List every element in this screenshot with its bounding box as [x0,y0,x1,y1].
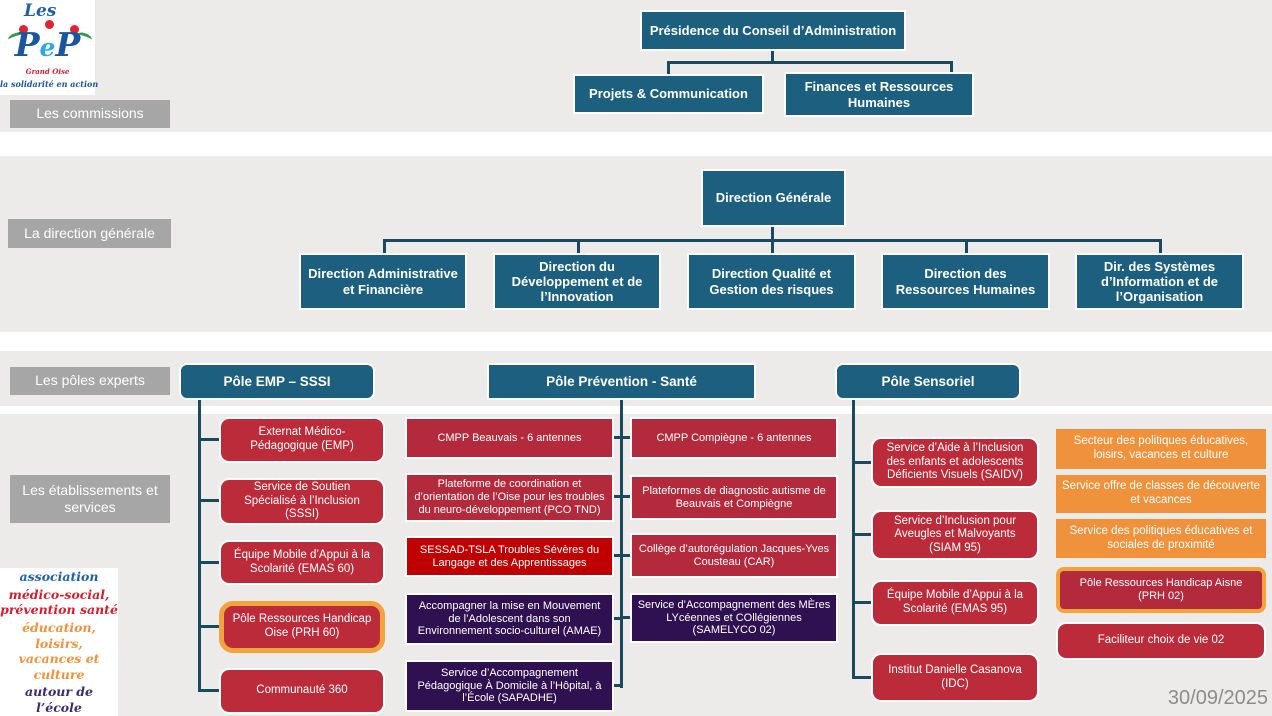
org-box-secteur-politiques-educatives: Secteur des politiques éducatives, loisi… [1056,429,1266,469]
connector-line [611,554,623,557]
org-box-saidv: Service d’Aide à l’Inclusion des enfants… [871,437,1039,488]
org-box-direction-qualite-risques: Direction Qualité et Gestion des risques [687,253,856,310]
logo-dot-icon [19,25,28,34]
org-box-direction-developpement-innovation: Direction du Développement et de l’Innov… [493,253,661,310]
logo-tagline: la solidarité en action [0,79,99,89]
legend-item-association: association [19,569,99,584]
connector-line [198,561,219,564]
section-label-poles-experts: Les pôles experts [10,367,170,395]
org-box-pole-prevention-sante: Pôle Prévention - Santé [487,363,756,400]
connector-line [852,461,872,464]
connector-line [852,601,872,604]
logo-region: Grand Oise [25,67,70,76]
org-box-plateformes-diagnostic-autisme: Plateformes de diagnostic autisme de Bea… [630,475,838,520]
connector-line [667,61,953,64]
org-box-pole-emp-sssi: Pôle EMP – SSSI [179,363,375,400]
org-box-college-autoregulation-car: Collège d’autorégulation Jacques-Yves Co… [630,533,838,578]
connector-line [620,495,632,498]
connector-line [852,399,855,679]
connector-line [667,61,670,75]
connector-line [1159,239,1162,254]
org-box-cmpp-compiegne: CMPP Compiègne - 6 antennes [630,417,838,459]
org-box-pole-sensoriel: Pôle Sensoriel [835,363,1021,400]
org-box-finances-rh: Finances et Ressources Humaines [784,72,974,117]
org-box-externat-medico-pedagogique: Externat Médico-Pédagogique (EMP) [219,417,385,463]
connector-line [577,239,580,254]
connector-line [771,227,774,240]
legend-item-autour-ecole: autour de l’école [24,684,94,715]
connector-line [965,239,968,254]
org-box-cmpp-beauvais: CMPP Beauvais - 6 antennes [405,417,614,459]
connector-line [852,533,872,536]
org-box-direction-generale: Direction Générale [701,169,846,227]
legend-item-education-loisirs: éducation, loisirs, vacances et culture [18,619,100,682]
org-box-direction-systemes-information: Dir. des Systèmes d’Information et de l’… [1075,253,1244,310]
org-box-service-soutien-inclusion: Service de Soutien Spécialisé à l’Inclus… [219,478,385,525]
connector-line [383,239,386,254]
connector-line [620,616,632,619]
connector-line [620,554,632,557]
org-box-communaute-360: Communauté 360 [219,668,385,714]
org-box-amae: Accompagner la mise en Mouvement de l’Ad… [405,593,614,645]
org-box-pco-tnd: Plateforme de coordination et d’orientat… [405,473,614,522]
org-box-direction-administrative-financiere: Direction Administrative et Financière [299,253,467,310]
org-box-emas-95: Équipe Mobile d’Appui à la Scolarité (EM… [871,580,1039,626]
section-label-direction-generale: La direction générale [8,219,171,248]
org-box-emas-60: Équipe Mobile d’Appui à la Scolarité (EM… [219,540,385,585]
date-label: 30/09/2025 [1167,687,1268,709]
legend-item-medico-social: médico-social, prévention santé [0,586,118,618]
logo-text-les: Les [24,1,57,21]
legend-panel: association médico-social, prévention sa… [0,568,118,716]
org-box-institut-danielle-casanova: Institut Danielle Casanova (IDC) [871,653,1039,702]
connector-line [611,495,623,498]
connector-line [198,625,219,628]
org-box-classes-decouverte: Service offre de classes de découverte e… [1056,475,1266,513]
connector-line [198,689,219,692]
section-label-etablissements: Les établissements et services [10,475,170,523]
connector-line [852,676,872,679]
org-box-sessad-tsla: SESSAD-TSLA Troubles Sévères du Langage … [405,536,614,577]
connector-line [198,399,201,692]
org-box-sapadhe: Service d’Accompagnement Pédagogique À D… [405,660,614,712]
org-box-faciliteur-choix-de-vie: Faciliteur choix de vie 02 [1056,622,1266,660]
connector-line [950,61,953,73]
org-box-prh-oise: Pôle Ressources Handicap Oise (PRH 60) [219,601,385,653]
section-label-commissions: Les commissions [10,100,170,128]
connector-line [771,239,774,254]
org-box-prh-aisne: Pôle Ressources Handicap Aisne (PRH 02) [1056,567,1266,613]
org-box-projets-communication: Projets & Communication [573,74,764,114]
logo-dot-icon [45,20,54,29]
pep-logo: Les PeP Grand Oise la solidarité en acti… [0,0,99,95]
connector-line [198,499,219,502]
logo-text-pep: PeP [14,25,81,64]
connector-line [611,617,623,620]
org-box-presidence: Présidence du Conseil d’Administration [640,10,906,51]
connector-line [611,684,623,687]
org-box-politiques-educatives-proximite: Service des politiques éducatives et soc… [1056,519,1266,558]
connector-line [620,399,623,688]
logo-dot-icon [70,25,79,34]
connector-line [611,436,623,439]
connector-line [771,51,774,62]
org-box-samelyco: Service d’Accompagnement des MÈres LYcée… [630,593,838,643]
org-box-direction-ressources-humaines: Direction des Ressources Humaines [881,253,1050,310]
org-box-siam-95: Service d’Inclusion pour Aveugles et Mal… [871,510,1039,560]
connector-line [620,436,632,439]
connector-line [198,438,219,441]
